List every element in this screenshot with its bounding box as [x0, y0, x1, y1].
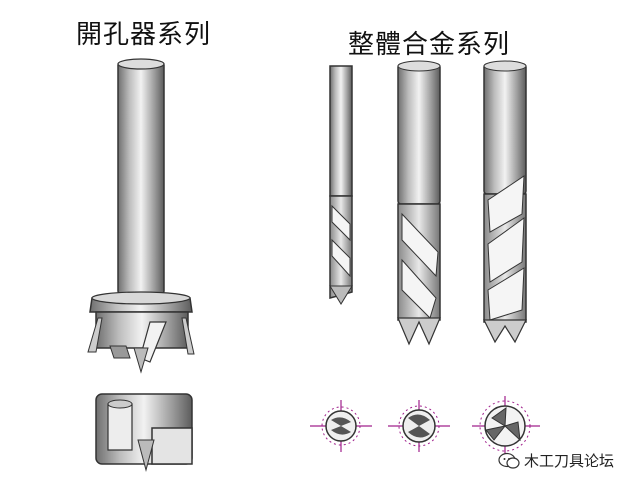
forstner-bit-end-view	[95, 393, 193, 472]
cross-section-large	[472, 396, 540, 456]
cross-section-small	[310, 400, 372, 452]
forstner-bit-side-view	[87, 58, 195, 374]
watermark: 木工刀具论坛	[498, 450, 614, 471]
wechat-icon	[498, 452, 520, 469]
solid-carbide-series-title: 整體合金系列	[348, 30, 511, 60]
forstner-series-title: 開孔器系列	[76, 20, 212, 50]
cross-section-medium	[388, 400, 450, 452]
carbide-bit-medium	[397, 60, 441, 346]
carbide-bit-small	[329, 65, 353, 305]
carbide-bit-large	[483, 60, 527, 344]
watermark-text: 木工刀具论坛	[524, 452, 615, 470]
